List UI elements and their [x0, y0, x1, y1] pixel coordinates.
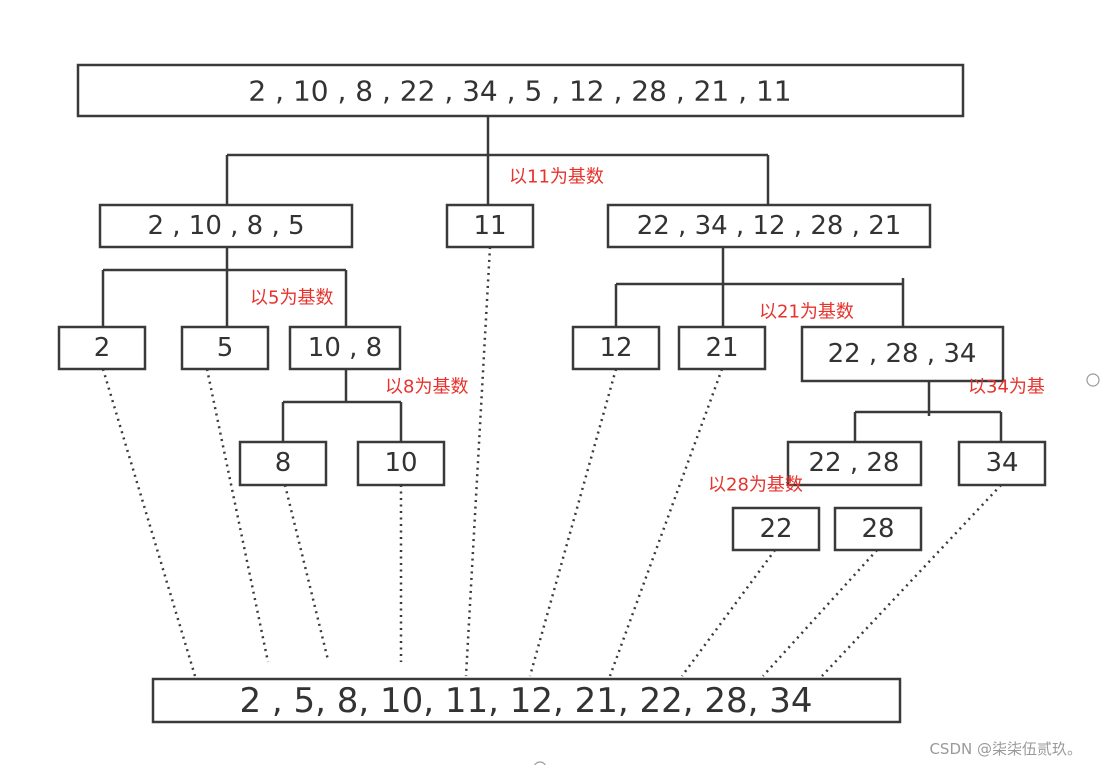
leaf-10-text: 10 — [384, 448, 417, 478]
pivot-label-11: 以11为基数 — [509, 167, 604, 188]
leaf-12-text: 12 — [599, 333, 632, 363]
pivot-34-box — [957, 440, 1047, 487]
dotted-line-28 — [762, 549, 878, 677]
pivot-8-box — [238, 440, 328, 487]
root-text: 2 , 10 , 8 , 22 , 34 , 5 , 12 , 28 , 21 … — [248, 75, 791, 108]
pivot-label-28: 以28为基数 — [708, 475, 803, 496]
dotted-line-12 — [528, 368, 618, 677]
resize-handle-right[interactable] — [1086, 373, 1100, 387]
pivot-8-text: 8 — [275, 448, 292, 478]
result-box — [151, 677, 902, 724]
right-part-box — [606, 203, 932, 249]
leaf-22-box — [731, 506, 821, 552]
leaf-2-text: 2 — [94, 333, 111, 363]
dotted-connectors — [101, 246, 1002, 677]
sub-22-28-34-text: 22 , 28 , 34 — [828, 339, 977, 369]
leaf-22-text: 22 — [759, 514, 792, 544]
result-text: 2 , 5, 8, 10, 11, 12, 21, 22, 28, 34 — [239, 681, 812, 721]
csdn-watermark: CSDN @柒柒伍贰玖。 — [929, 740, 1082, 758]
pivot-label-34: 以34为基 — [968, 377, 1045, 398]
left-part-box — [98, 203, 354, 249]
node-boxes — [57, 63, 1047, 724]
dotted-line-11 — [464, 246, 492, 677]
node-values: 2 , 10 , 8 , 22 , 34 , 5 , 12 , 28 , 21 … — [94, 75, 1019, 722]
pivot-5-text: 5 — [217, 333, 234, 363]
dotted-line-5 — [205, 368, 270, 663]
pivot-34-text: 34 — [985, 448, 1018, 478]
sub-22-28-34-box — [800, 325, 1005, 383]
pivot-label-21: 以21为基数 — [759, 302, 854, 323]
sub-22-28-text: 22 , 28 — [809, 448, 900, 478]
pivot-28-text: 28 — [861, 514, 894, 544]
pivot-11-box — [445, 203, 535, 249]
left-part-text: 2 , 10 , 8 , 5 — [147, 211, 304, 241]
pivot-annotations: 以11为基数 以5为基数 以21为基数 以8为基数 以34为基 以28为基数 — [250, 167, 1045, 496]
pivot-5-box — [180, 325, 270, 371]
resize-handle-bottom[interactable] — [534, 761, 546, 765]
dotted-line-8 — [283, 484, 330, 661]
pivot-11-text: 11 — [473, 211, 506, 241]
dotted-line-34 — [821, 484, 1002, 677]
leaf-10-box — [356, 440, 446, 487]
root-box — [76, 63, 965, 118]
dotted-line-2 — [101, 368, 197, 677]
leaf-12-box — [571, 325, 661, 371]
pivot-21-box — [677, 325, 767, 371]
sub-10-8-text: 10 , 8 — [308, 333, 382, 363]
tree-connectors — [101, 116, 1003, 442]
dotted-line-21 — [608, 368, 724, 677]
dotted-line-22 — [680, 549, 777, 677]
pivot-label-5: 以5为基数 — [250, 288, 333, 309]
leaf-2-box — [57, 325, 147, 371]
right-part-text: 22 , 34 , 12 , 28 , 21 — [637, 211, 902, 241]
sub-10-8-box — [288, 325, 402, 371]
pivot-21-text: 21 — [705, 333, 738, 363]
pivot-28-box — [833, 506, 923, 552]
pivot-label-8: 以8为基数 — [385, 377, 468, 398]
sub-22-28-box — [786, 440, 923, 487]
